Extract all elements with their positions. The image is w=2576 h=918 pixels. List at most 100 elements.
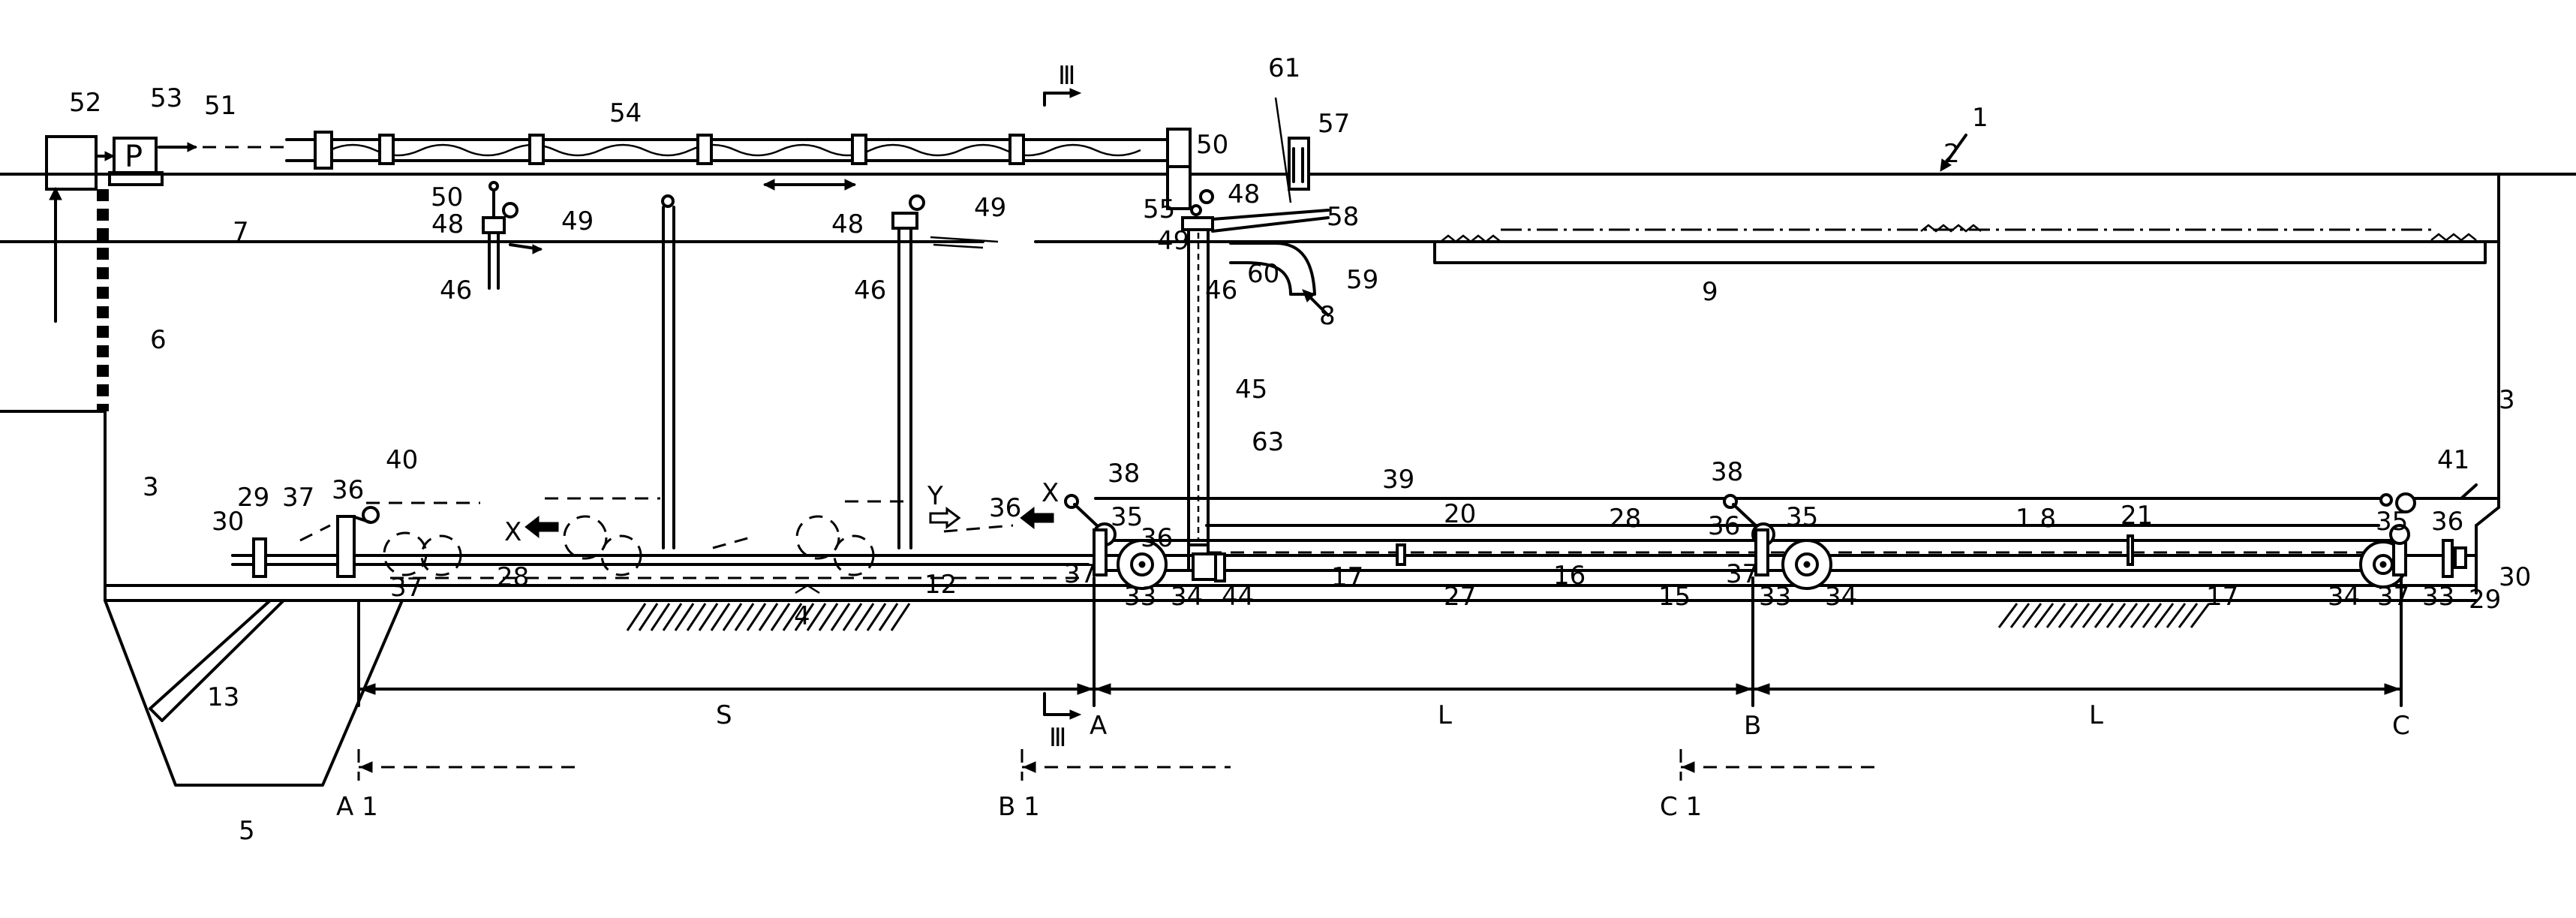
label-n59: 59 <box>1346 265 1378 295</box>
label-n33a: 33 <box>1124 582 1156 612</box>
direction-arrows <box>525 506 1054 539</box>
label-n45: 45 <box>1235 375 1267 405</box>
ghost-positions <box>299 497 1014 576</box>
label-n37e: 37 <box>2377 582 2409 612</box>
label-n8: 8 <box>1319 301 1336 331</box>
label-n61: 61 <box>1268 53 1300 83</box>
label-n28b: 28 <box>497 562 529 592</box>
label-n5: 5 <box>239 816 255 846</box>
label-n37b: 37 <box>390 573 422 603</box>
label-n12: 12 <box>924 570 957 600</box>
label-n17a: 17 <box>1331 562 1363 592</box>
label-n46b: 46 <box>854 275 886 305</box>
label-n36a: 36 <box>332 475 364 505</box>
label-n9: 9 <box>1702 277 1718 307</box>
label-nA1: A 1 <box>336 792 378 822</box>
label-n27: 27 <box>1444 582 1476 612</box>
label-n34c: 34 <box>2328 582 2360 612</box>
label-n48c: 48 <box>1228 179 1260 209</box>
label-n38b: 38 <box>1711 457 1743 487</box>
label-n63: 63 <box>1252 427 1284 457</box>
control-unit: P <box>45 135 285 191</box>
label-n57: 57 <box>1318 109 1350 139</box>
label-n50a: 50 <box>431 182 463 212</box>
label-n21: 21 <box>2121 501 2153 531</box>
label-n46a: 46 <box>440 275 472 305</box>
label-n34b: 34 <box>1825 582 1857 612</box>
label-n50b: 50 <box>1196 130 1228 160</box>
label-n35c: 35 <box>2376 507 2408 537</box>
label-nXa: X <box>504 517 522 547</box>
label-n53: 53 <box>150 83 182 113</box>
label-nB: B <box>1744 711 1761 741</box>
label-n3b: 3 <box>2499 385 2515 415</box>
upper-rail-54 <box>285 128 1192 191</box>
label-nC1: C 1 <box>1660 792 1702 822</box>
label-n29a: 29 <box>237 483 269 513</box>
label-n54: 54 <box>609 98 642 128</box>
tank <box>0 173 2576 787</box>
arms <box>336 492 2416 582</box>
label-n41: 41 <box>2437 445 2469 475</box>
label-nB1: B 1 <box>998 792 1040 822</box>
label-n20: 20 <box>1444 499 1476 529</box>
water-column-6 <box>49 186 109 411</box>
label-n44: 44 <box>1222 582 1254 612</box>
label-n38a: 38 <box>1108 459 1140 489</box>
end-stop-left <box>231 537 267 578</box>
label-n46c: 46 <box>1205 275 1237 305</box>
label-n37a: 37 <box>282 483 314 513</box>
label-n37c: 37 <box>1064 559 1096 589</box>
label-nY: Y <box>927 481 943 511</box>
label-nS: S <box>716 700 732 730</box>
label-nIII_top: Ⅲ <box>1058 61 1075 91</box>
label-n17b: 17 <box>2206 582 2238 612</box>
control-box-52 <box>45 135 98 191</box>
label-n52: 52 <box>69 88 101 118</box>
label-n36d: 36 <box>1708 511 1740 541</box>
label-n29b: 29 <box>2469 585 2501 615</box>
leader-1 <box>1940 134 1967 172</box>
label-n33c: 33 <box>2422 582 2454 612</box>
skimmer-9 <box>1433 224 2487 264</box>
label-n36c: 36 <box>1141 523 1173 553</box>
trough-8 <box>1211 97 1330 317</box>
label-n35b: 35 <box>1786 502 1818 532</box>
label-n16: 16 <box>1553 561 1586 591</box>
label-n3a: 3 <box>143 472 159 502</box>
label-n6: 6 <box>150 325 167 355</box>
float-unit-1 <box>482 181 543 290</box>
label-n36e: 36 <box>2431 507 2463 537</box>
dimensions <box>357 576 2403 781</box>
label-nC: C <box>2392 711 2410 741</box>
label-n49c: 49 <box>1157 226 1189 256</box>
label-n18: 1 8 <box>2015 504 2056 534</box>
label-n49b: 49 <box>974 193 1006 223</box>
label-n13: 13 <box>207 682 239 712</box>
label-n28a: 28 <box>1609 504 1641 534</box>
label-n4: 4 <box>794 601 810 631</box>
floor-hatching <box>626 584 2211 631</box>
label-n48b: 48 <box>831 209 864 239</box>
label-n51: 51 <box>204 91 236 121</box>
label-n30b: 30 <box>2499 562 2531 592</box>
label-n37d: 37 <box>1726 559 1758 589</box>
label-n33b: 33 <box>1759 582 1791 612</box>
float-unit-3 <box>891 194 999 549</box>
label-n1: 1 <box>1972 103 1988 133</box>
label-n39: 39 <box>1382 465 1414 495</box>
label-n34a: 34 <box>1171 582 1203 612</box>
label-nIII_bot: Ⅲ <box>1049 723 1066 753</box>
float-unit-2 <box>661 194 675 549</box>
label-nA: A <box>1090 711 1107 741</box>
label-nL2: L <box>2089 700 2103 730</box>
label-n36b: 36 <box>989 493 1021 523</box>
pump-symbol: P <box>125 140 143 174</box>
label-n40: 40 <box>386 445 418 475</box>
label-n60: 60 <box>1247 259 1279 289</box>
label-n30a: 30 <box>212 507 244 537</box>
section-marker-top <box>1043 88 1082 107</box>
label-n55: 55 <box>1143 194 1175 224</box>
